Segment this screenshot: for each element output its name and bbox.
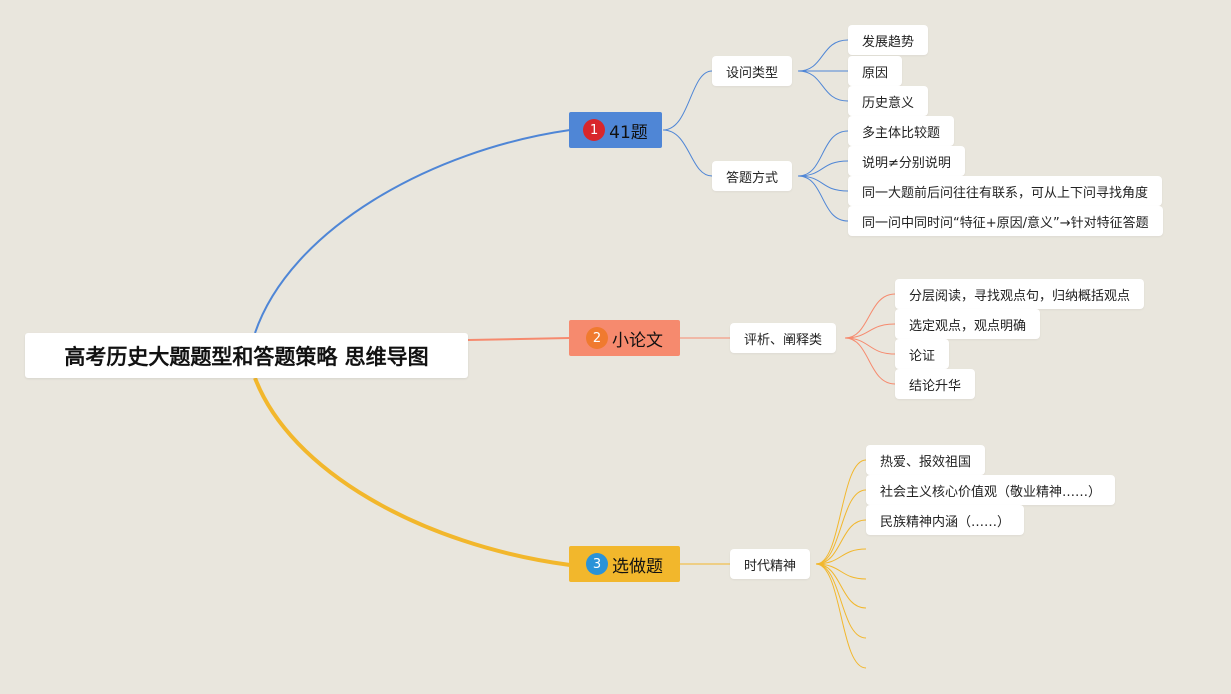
leaf-topic[interactable]: 论证 (895, 339, 950, 369)
root-topic[interactable]: 高考历史大题题型和答题策略 思维导图 (25, 333, 468, 378)
root-topic-label: 高考历史大题题型和答题策略 思维导图 (64, 344, 429, 369)
leaf-topic[interactable]: 社会主义核心价值观（敬业精神……） (866, 475, 1116, 505)
sub-topic-answer-methods[interactable]: 答题方式 (712, 161, 793, 191)
leaf-topic[interactable]: 民族精神内涵（……） (866, 505, 1025, 535)
connector-root-to-41 (254, 129, 571, 334)
branch-essay[interactable]: 2 小论文 (569, 320, 680, 356)
leaf-topic[interactable]: 历史意义 (848, 86, 929, 116)
leaf-topic[interactable]: 分层阅读，寻找观点句，归纳概括观点 (895, 279, 1145, 309)
leaf-label: 结论升华 (909, 378, 962, 394)
leaf-label: 民族精神内涵（……） (880, 514, 1011, 530)
connector-root-to-elective (253, 377, 571, 567)
leaf-label: 发展趋势 (862, 34, 915, 50)
leaf-label: 同一问中同时问“特征+原因/意义”→针对特征答题 (862, 215, 1149, 231)
sub-topic-label: 设问类型 (726, 65, 779, 81)
number-badge: 1 (583, 119, 606, 141)
sub-topic-label: 时代精神 (744, 558, 797, 574)
leaf-label: 原因 (862, 65, 889, 81)
connectors-essay (680, 293, 896, 385)
connectors-41 (662, 39, 849, 222)
leaf-topic[interactable]: 说明≠分别说明 (848, 146, 965, 176)
leaf-topic[interactable]: 原因 (848, 56, 903, 86)
branch-label: 小论文 (612, 330, 663, 351)
leaf-topic[interactable]: 选定观点，观点明确 (895, 309, 1041, 339)
leaf-label: 历史意义 (862, 95, 915, 111)
sub-topic-evaluation[interactable]: 评析、阐释类 (730, 323, 837, 353)
sub-topic-era-spirit[interactable]: 时代精神 (730, 549, 811, 579)
branch-label: 选做题 (612, 556, 663, 577)
leaf-topic[interactable]: 热爱、报效祖国 (866, 445, 986, 475)
leaf-label: 同一大题前后问往往有联系，可从上下问寻找角度 (862, 185, 1149, 201)
number-badge: 3 (586, 553, 608, 575)
leaf-label: 多主体比较题 (862, 125, 941, 141)
leaf-label: 热爱、报效祖国 (880, 454, 972, 470)
leaf-label: 社会主义核心价值观（敬业精神……） (880, 484, 1102, 500)
number-badge: 2 (586, 327, 608, 349)
sub-topic-question-types[interactable]: 设问类型 (712, 56, 793, 86)
sub-topic-label: 答题方式 (726, 170, 779, 186)
branch-41[interactable]: 1 41题 (569, 112, 662, 148)
branch-elective[interactable]: 3 选做题 (569, 546, 680, 582)
leaf-label: 选定观点，观点明确 (909, 318, 1027, 334)
connectors-elective (680, 459, 867, 669)
sub-topic-label: 评析、阐释类 (744, 332, 823, 348)
leaf-label: 论证 (909, 348, 936, 364)
leaf-topic[interactable]: 多主体比较题 (848, 116, 955, 146)
branch-label: 41题 (609, 122, 648, 143)
leaf-topic[interactable]: 同一问中同时问“特征+原因/意义”→针对特征答题 (848, 206, 1163, 236)
leaf-label: 说明≠分别说明 (862, 155, 951, 171)
connector-root-to-essay (467, 337, 571, 341)
leaf-topic[interactable]: 发展趋势 (848, 25, 929, 55)
leaf-label: 分层阅读，寻找观点句，归纳概括观点 (909, 288, 1131, 304)
leaf-topic[interactable]: 同一大题前后问往往有联系，可从上下问寻找角度 (848, 176, 1163, 206)
leaf-topic[interactable]: 结论升华 (895, 369, 976, 399)
